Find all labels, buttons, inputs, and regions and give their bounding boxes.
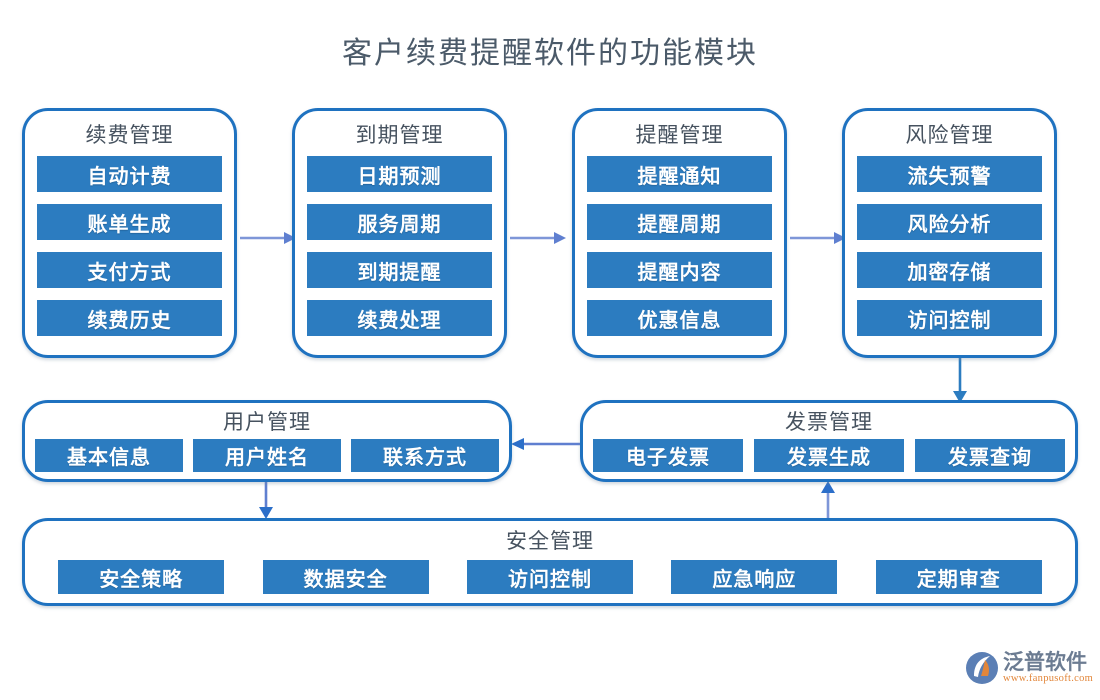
module-items-user: 基本信息 用户姓名 联系方式 xyxy=(25,439,509,472)
item-chip[interactable]: 基本信息 xyxy=(35,439,183,472)
brand-url: www.fanpusoft.com xyxy=(1003,673,1094,685)
item-chip[interactable]: 发票查询 xyxy=(915,439,1065,472)
module-items-expiry: 日期预测 服务周期 到期提醒 续费处理 xyxy=(295,156,504,336)
item-chip[interactable]: 应急响应 xyxy=(671,560,838,594)
module-box-user[interactable]: 用户管理 基本信息 用户姓名 联系方式 xyxy=(22,400,512,482)
item-chip[interactable]: 联系方式 xyxy=(351,439,499,472)
module-header-remind: 提醒管理 xyxy=(635,123,724,147)
module-items-security: 安全策略 数据安全 访问控制 应急响应 定期审查 xyxy=(25,560,1075,594)
arrow-user-to-security xyxy=(259,480,273,519)
brand-name: 泛普软件 xyxy=(1003,650,1087,675)
item-chip[interactable]: 提醒通知 xyxy=(587,156,772,192)
module-box-expiry[interactable]: 到期管理 日期预测 服务周期 到期提醒 续费处理 xyxy=(292,108,507,358)
module-header-invoice: 发票管理 xyxy=(785,410,873,434)
module-items-risk: 流失预警 风险分析 加密存储 访问控制 xyxy=(845,156,1054,336)
module-header-renewal: 续费管理 xyxy=(85,123,174,147)
item-chip[interactable]: 发票生成 xyxy=(754,439,904,472)
item-chip[interactable]: 服务周期 xyxy=(307,204,492,240)
item-chip[interactable]: 用户姓名 xyxy=(193,439,341,472)
module-box-invoice[interactable]: 发票管理 电子发票 发票生成 发票查询 xyxy=(580,400,1078,482)
brand-text: 泛普软件 www.fanpusoft.com xyxy=(1003,651,1093,685)
module-header-user: 用户管理 xyxy=(223,410,311,434)
item-chip[interactable]: 电子发票 xyxy=(593,439,743,472)
module-header-expiry: 到期管理 xyxy=(355,123,444,147)
module-items-renewal: 自动计费 账单生成 支付方式 续费历史 xyxy=(25,156,234,336)
arrow-renewal-to-expiry xyxy=(240,232,296,244)
module-box-risk[interactable]: 风险管理 流失预警 风险分析 加密存储 访问控制 xyxy=(842,108,1057,358)
item-chip[interactable]: 流失预警 xyxy=(857,156,1042,192)
fanpu-logo-icon xyxy=(966,652,998,684)
page-title: 客户续费提醒软件的功能模块 xyxy=(342,37,758,70)
item-chip[interactable]: 提醒内容 xyxy=(587,252,772,288)
arrow-invoice-to-user xyxy=(511,438,582,450)
arrow-risk-to-invoice xyxy=(953,358,967,403)
item-chip[interactable]: 优惠信息 xyxy=(587,300,772,336)
module-box-security[interactable]: 安全管理 安全策略 数据安全 访问控制 应急响应 定期审查 xyxy=(22,518,1078,606)
item-chip[interactable]: 到期提醒 xyxy=(307,252,492,288)
item-chip[interactable]: 安全策略 xyxy=(58,560,225,594)
item-chip[interactable]: 支付方式 xyxy=(37,252,222,288)
item-chip[interactable]: 续费处理 xyxy=(307,300,492,336)
item-chip[interactable]: 定期审查 xyxy=(875,560,1042,594)
item-chip[interactable]: 加密存储 xyxy=(857,252,1042,288)
item-chip[interactable]: 风险分析 xyxy=(857,204,1042,240)
item-chip[interactable]: 账单生成 xyxy=(37,204,222,240)
item-chip[interactable]: 日期预测 xyxy=(307,156,492,192)
item-chip[interactable]: 访问控制 xyxy=(857,300,1042,336)
arrow-expiry-to-remind xyxy=(510,232,566,244)
module-box-remind[interactable]: 提醒管理 提醒通知 提醒周期 提醒内容 优惠信息 xyxy=(572,108,787,358)
module-items-remind: 提醒通知 提醒周期 提醒内容 优惠信息 xyxy=(575,156,784,336)
item-chip[interactable]: 自动计费 xyxy=(37,156,222,192)
module-box-renewal[interactable]: 续费管理 自动计费 账单生成 支付方式 续费历史 xyxy=(22,108,237,358)
module-header-risk: 风险管理 xyxy=(905,123,994,147)
item-chip[interactable]: 续费历史 xyxy=(37,300,222,336)
arrow-remind-to-risk xyxy=(790,232,846,244)
module-items-invoice: 电子发票 发票生成 发票查询 xyxy=(583,439,1075,472)
item-chip[interactable]: 访问控制 xyxy=(466,560,633,594)
brand-logo: 泛普软件 www.fanpusoft.com xyxy=(965,645,1093,691)
module-header-security: 安全管理 xyxy=(506,529,594,553)
item-chip[interactable]: 数据安全 xyxy=(262,560,429,594)
arrow-security-to-invoice xyxy=(821,481,835,520)
item-chip[interactable]: 提醒周期 xyxy=(587,204,772,240)
